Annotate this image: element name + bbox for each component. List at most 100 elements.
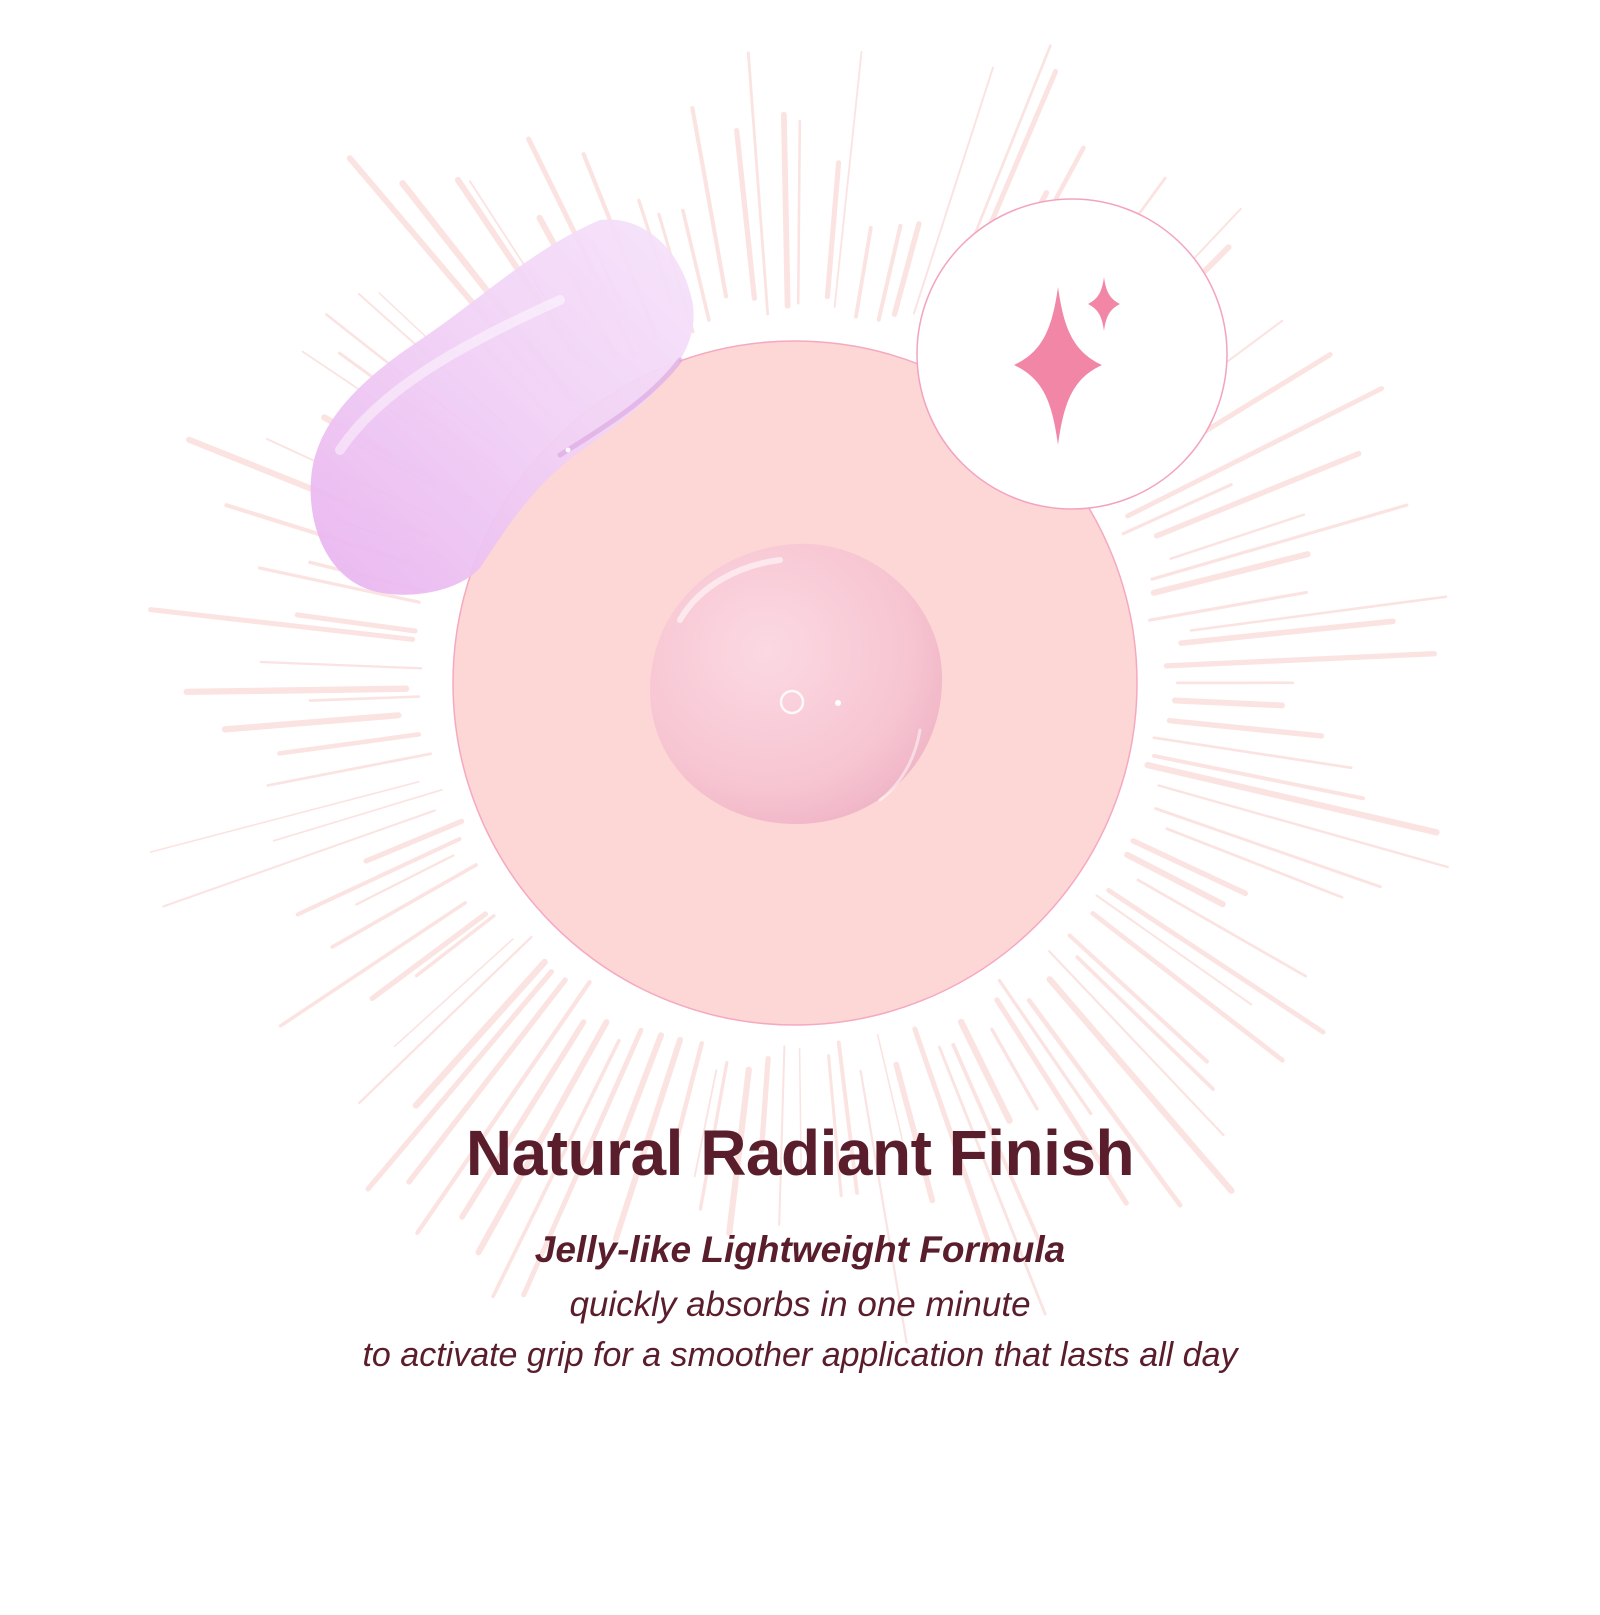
ray — [836, 1040, 859, 1195]
ray — [183, 685, 410, 696]
ray — [1144, 761, 1440, 836]
ray — [912, 1026, 998, 1264]
ray — [957, 1018, 1013, 1124]
ray — [1166, 718, 1325, 739]
ray — [758, 1055, 771, 1153]
ray — [990, 1027, 1039, 1111]
ray — [1106, 888, 1326, 1035]
ray — [778, 1045, 786, 1226]
ray — [824, 160, 842, 300]
ray — [951, 1042, 1044, 1248]
ray — [1157, 784, 1449, 869]
ray — [149, 780, 420, 853]
ray — [1130, 838, 1249, 896]
ray — [938, 1045, 1047, 1316]
ray — [1090, 911, 1285, 1063]
ray — [295, 837, 462, 917]
ray — [278, 901, 467, 1028]
ray — [221, 712, 402, 733]
headline: Natural Radiant Finish — [465, 1117, 1135, 1189]
ray — [698, 1060, 729, 1211]
gel-droplet — [650, 543, 943, 825]
ray — [294, 612, 418, 634]
ray — [1125, 386, 1384, 519]
ray — [148, 607, 416, 642]
ray — [363, 818, 465, 864]
ray — [355, 854, 455, 906]
ray — [1148, 590, 1309, 622]
ray — [616, 1032, 664, 1148]
ray — [308, 695, 421, 702]
ray — [1121, 483, 1233, 536]
ray — [475, 1019, 610, 1256]
ray — [693, 1069, 718, 1178]
ray — [1124, 851, 1226, 908]
ray — [690, 106, 729, 299]
ray — [491, 1038, 621, 1299]
ray — [798, 1047, 802, 1176]
ray — [912, 66, 994, 315]
ray — [612, 1037, 683, 1242]
ray — [1165, 827, 1344, 899]
sparkle-badge — [916, 198, 1228, 510]
ray — [330, 863, 478, 949]
ray — [833, 50, 863, 308]
ray — [876, 1034, 904, 1141]
ray — [675, 1041, 704, 1139]
ray — [1163, 651, 1437, 669]
ray — [891, 221, 922, 317]
product-swatch — [310, 219, 694, 595]
ray — [893, 1061, 936, 1204]
ray — [726, 1066, 752, 1237]
ray — [1150, 503, 1409, 581]
ray — [681, 208, 711, 322]
ray — [415, 980, 592, 1235]
ray — [1046, 976, 1235, 1194]
ray — [1048, 950, 1225, 1137]
ray — [859, 1069, 908, 1344]
ray — [1026, 998, 1183, 1208]
ray — [369, 911, 488, 1002]
ray — [1075, 955, 1215, 1091]
ray — [1169, 513, 1306, 560]
ray — [266, 752, 432, 787]
ray — [259, 660, 423, 670]
body-line-2: to activate grip for a smoother applicat… — [362, 1336, 1238, 1374]
ray — [796, 119, 802, 305]
ray — [277, 732, 422, 756]
body-line-1: quickly absorbs in one minute — [569, 1285, 1031, 1324]
ray — [1095, 894, 1253, 1006]
ray — [1136, 878, 1308, 978]
ray — [412, 958, 548, 1109]
ray — [876, 223, 903, 322]
ray — [521, 1027, 644, 1298]
ray — [162, 809, 436, 908]
ray — [358, 935, 533, 1105]
ray — [257, 566, 421, 604]
ray — [1152, 753, 1365, 801]
ray — [1150, 551, 1311, 596]
ray — [827, 1054, 843, 1198]
ray — [1178, 618, 1396, 646]
ray — [393, 938, 514, 1047]
ray — [781, 111, 791, 309]
ray — [997, 978, 1093, 1116]
ray — [994, 997, 1129, 1206]
ray — [1067, 933, 1209, 1064]
ray — [365, 969, 554, 1192]
ray — [414, 914, 496, 978]
ray — [406, 977, 568, 1185]
sparkle-icon — [1014, 277, 1120, 445]
ray — [272, 788, 443, 842]
ray — [459, 1019, 587, 1220]
ray — [1154, 807, 1382, 889]
ray — [1152, 736, 1353, 770]
subheadline: Jelly-like Lightweight Formula — [534, 1229, 1066, 1270]
ray — [1171, 697, 1285, 709]
ray — [854, 225, 873, 319]
ray — [746, 51, 770, 316]
ray — [734, 128, 758, 301]
ray — [1153, 450, 1362, 539]
